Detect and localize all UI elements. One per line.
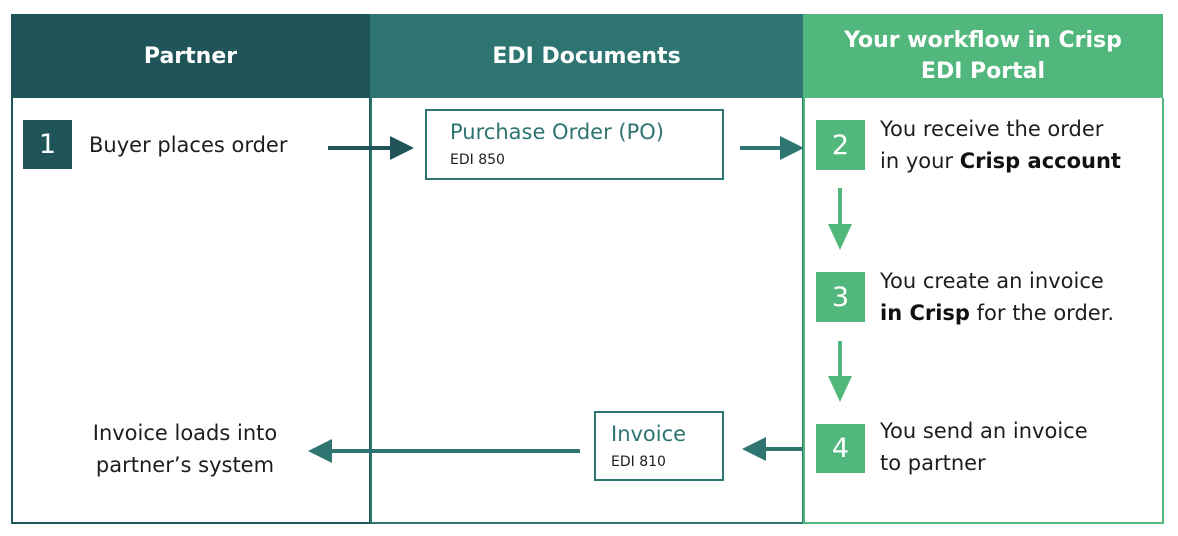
header-edi-documents-label: EDI Documents [492, 43, 681, 69]
invoice-document: Invoice EDI 810 [594, 411, 724, 481]
step-3-badge: 3 [816, 272, 865, 322]
purchase-order-document: Purchase Order (PO) EDI 850 [425, 109, 724, 180]
step-1-badge: 1 [23, 120, 72, 169]
result-label: Invoice loads into partner’s system [60, 417, 310, 481]
invoice-code: EDI 810 [611, 454, 666, 470]
arrow-step3-to-step4 [828, 341, 852, 402]
arrow-step2-to-step3 [828, 188, 852, 250]
step-2-number: 2 [831, 129, 850, 161]
step-4-line1: You send an invoice [880, 419, 1088, 443]
step-3-line2-bold: in Crisp [880, 301, 970, 325]
purchase-order-code: EDI 850 [450, 152, 505, 168]
step-2-line2-pre: in your [880, 149, 960, 173]
purchase-order-title: Purchase Order (PO) [450, 120, 664, 144]
arrow-send-to-invoice [742, 437, 802, 461]
step-3-line2-post: for the order. [969, 301, 1115, 325]
arrow-po-to-account [740, 136, 804, 160]
step-3-label: You create an invoice in Crisp for the o… [880, 265, 1114, 329]
step-4-number: 4 [831, 433, 850, 464]
step-4-label: You send an invoice to partner [880, 415, 1088, 479]
step-4-line2: to partner [880, 451, 986, 475]
step-4-badge: 4 [816, 424, 865, 473]
header-workflow-label: Your workflow in Crisp EDI Portal [844, 28, 1122, 84]
invoice-title: Invoice [611, 422, 687, 446]
column-workflow [803, 98, 1164, 524]
arrow-order-to-po [328, 136, 414, 160]
header-edi-documents: EDI Documents [370, 14, 803, 98]
result-line2: partner’s system [95, 453, 275, 477]
header-partner-label: Partner [143, 43, 238, 69]
step-2-line1: You receive the order [880, 117, 1104, 141]
arrow-invoice-to-partner [308, 439, 580, 463]
step-2-line2-bold: Crisp account [959, 149, 1121, 173]
step-3-line1: You create an invoice [880, 269, 1104, 293]
step-2-label: You receive the order in your Crisp acco… [880, 113, 1121, 177]
step-3-number: 3 [831, 281, 850, 313]
header-partner: Partner [11, 14, 370, 98]
result-line1: Invoice loads into [92, 421, 278, 445]
header-workflow: Your workflow in Crisp EDI Portal [803, 14, 1163, 98]
step-2-badge: 2 [816, 120, 865, 170]
step-1-label: Buyer places order [89, 133, 288, 157]
step-1-number: 1 [38, 129, 57, 160]
